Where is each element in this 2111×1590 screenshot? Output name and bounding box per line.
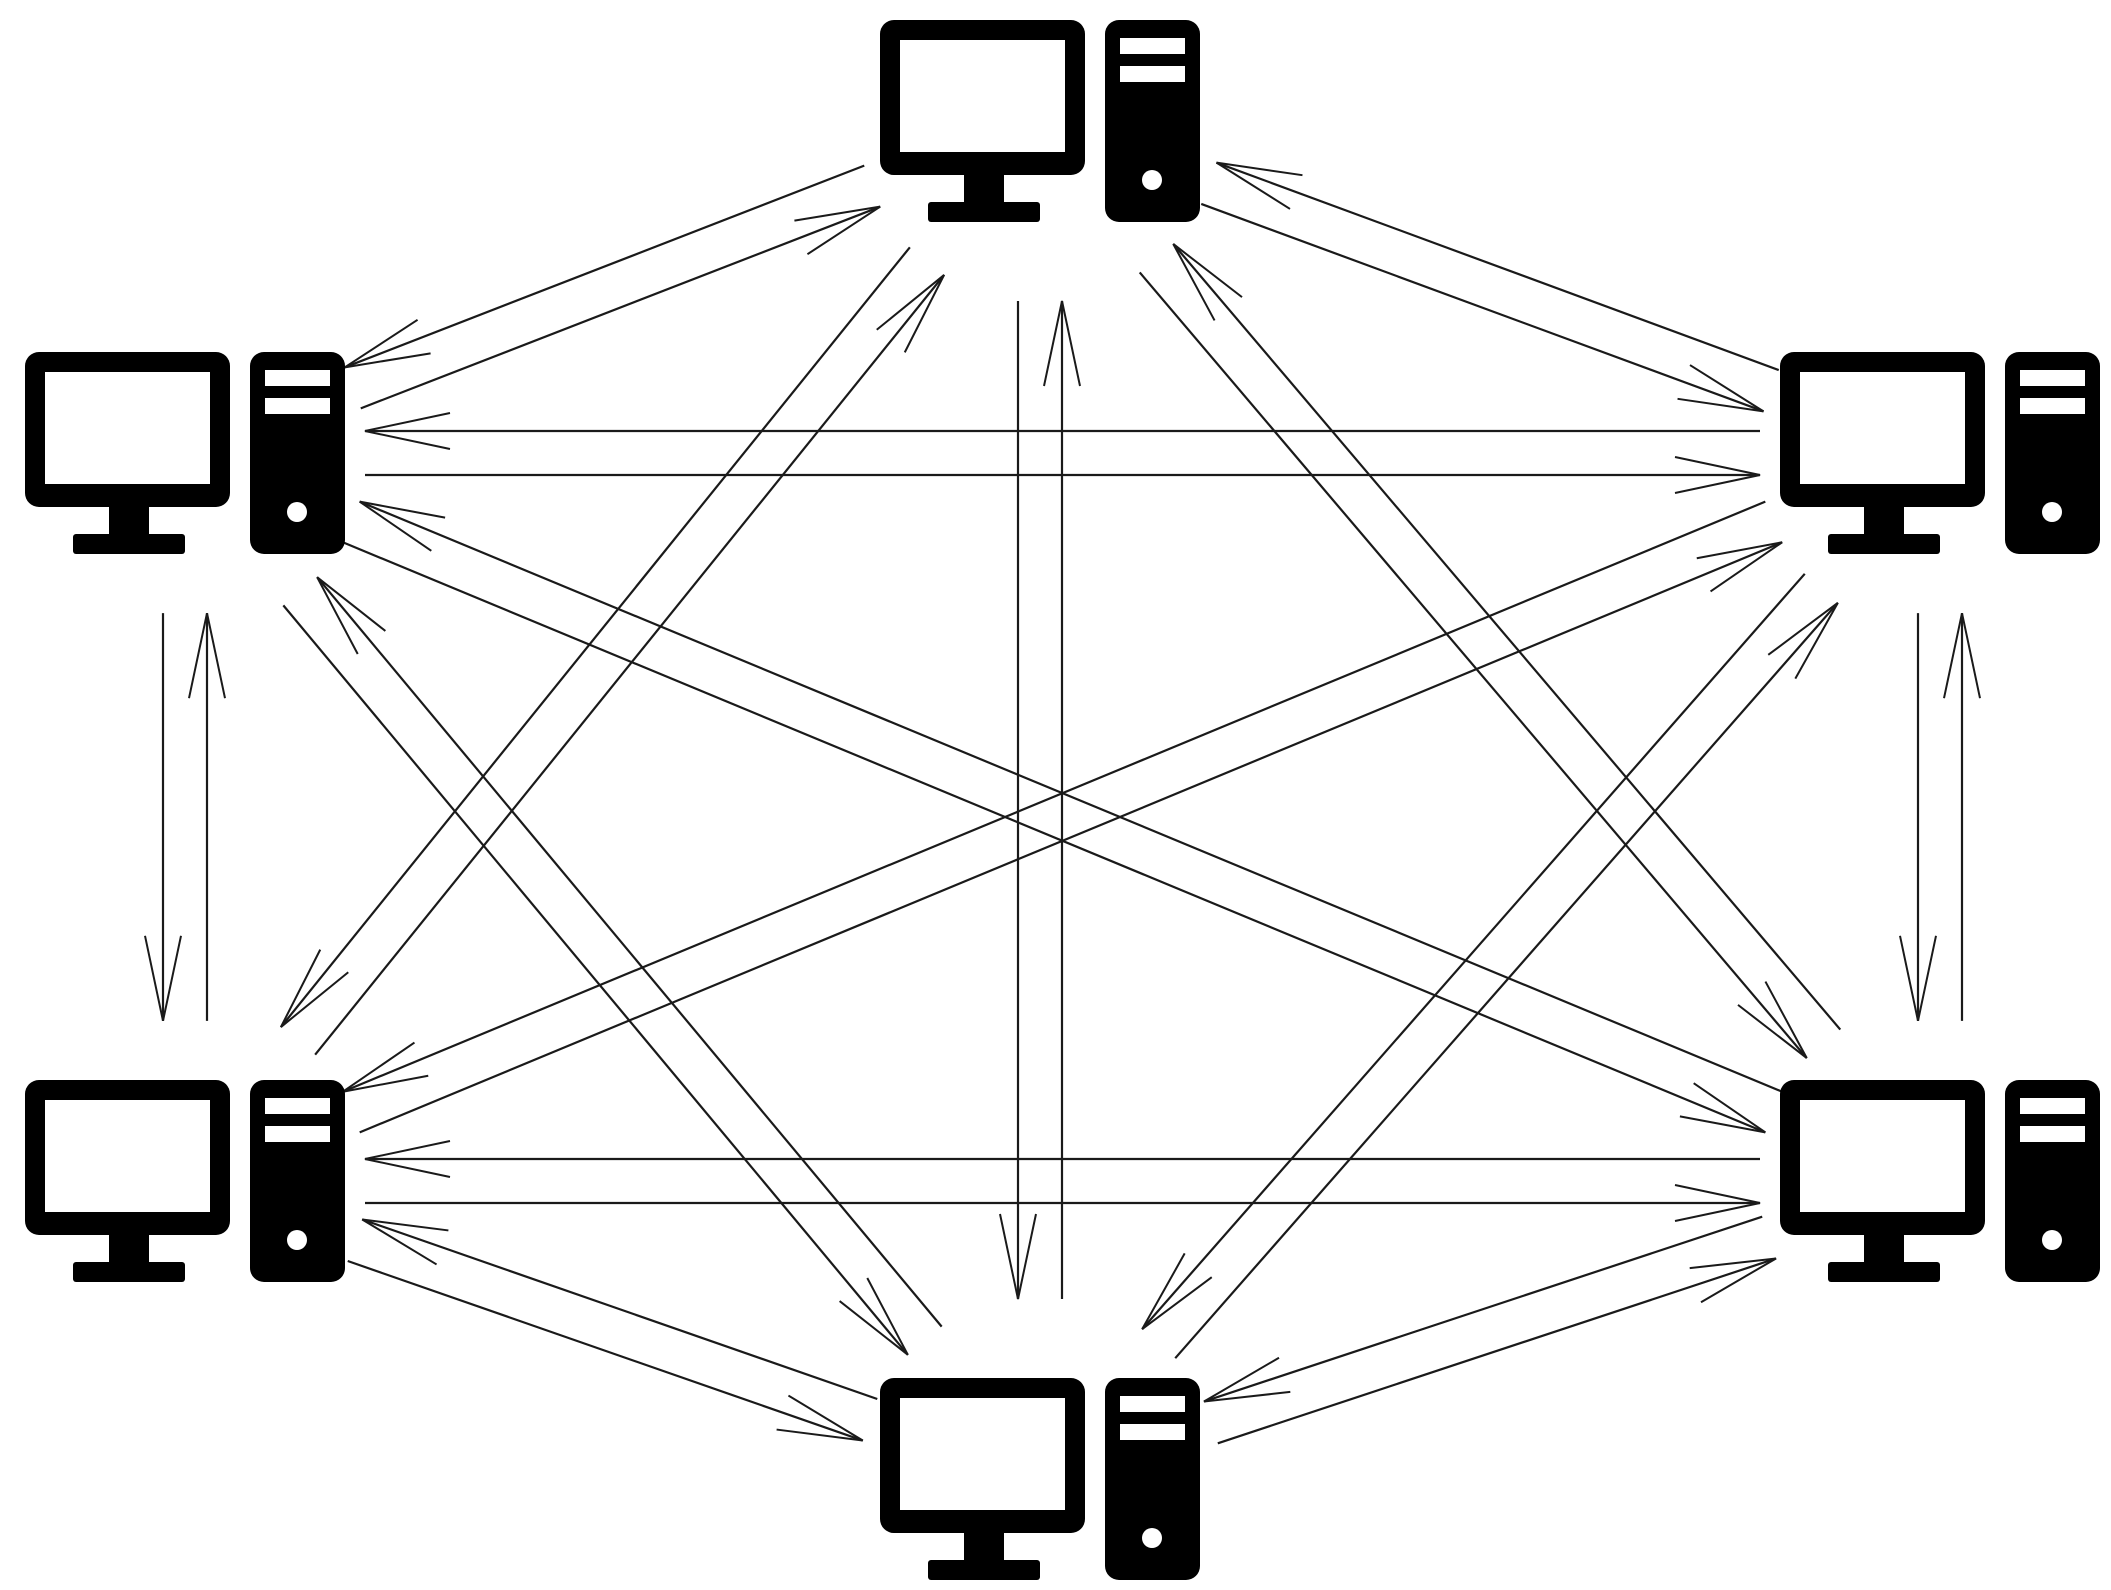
arrow-forward-line — [1141, 573, 1806, 1330]
edge-upper-right-bottom — [1141, 573, 1839, 1359]
arrow-forward-line — [342, 500, 1766, 1093]
arrowhead — [1674, 1184, 1761, 1222]
arrowhead — [1677, 364, 1765, 413]
desktop-computer-icon — [1780, 1080, 2100, 1282]
arrow-forward-line — [1200, 202, 1764, 413]
computer-node-upper-right — [1780, 352, 2100, 554]
arrow-forward-line — [282, 604, 909, 1356]
arrowhead — [1696, 541, 1783, 593]
desktop-computer-icon — [25, 352, 345, 554]
arrowhead — [344, 318, 431, 369]
desktop-computer-icon — [25, 1080, 345, 1282]
arrow-backward-line — [361, 1218, 878, 1401]
arrow-backward-line — [1172, 243, 1842, 1031]
arrowhead — [794, 205, 881, 256]
computer-node-top — [880, 20, 1200, 222]
arrowhead — [342, 1041, 429, 1093]
edge-top-upper-right — [1200, 161, 1780, 413]
arrowhead — [999, 1213, 1037, 1300]
computer-node-lower-right — [1780, 1080, 2100, 1282]
desktop-computer-icon — [880, 1378, 1200, 1580]
arrow-forward-line — [280, 246, 911, 1028]
arrowhead — [876, 274, 946, 353]
desktop-computer-icon — [1780, 352, 2100, 554]
arrow-backward-line — [316, 576, 943, 1328]
arrowhead — [144, 935, 182, 1022]
edge-upper-left-lower-right — [342, 500, 1783, 1134]
arrowhead — [839, 1277, 909, 1356]
edge-top-lower-left — [279, 246, 946, 1056]
arrowhead — [1679, 1082, 1766, 1134]
arrow-forward-line — [1138, 271, 1808, 1059]
arrow-backward-line — [359, 500, 1783, 1093]
arrowhead — [279, 949, 349, 1028]
arrowhead — [364, 412, 451, 450]
arrowhead — [1689, 1257, 1777, 1304]
edge-top-upper-left — [344, 164, 881, 410]
arrowhead — [1737, 981, 1808, 1059]
arrowhead — [1215, 161, 1303, 210]
arrow-forward-line — [347, 1259, 864, 1442]
arrowhead — [359, 500, 446, 552]
edge-lower-left-bottom — [347, 1218, 878, 1442]
edge-top-lower-right — [1138, 243, 1842, 1059]
arrowhead — [776, 1394, 864, 1442]
arrow-backward-line — [1217, 1257, 1777, 1445]
edge-upper-left-lower-left — [144, 612, 226, 1022]
edge-lower-left-lower-right — [364, 1140, 1761, 1222]
edge-upper-left-bottom — [282, 576, 943, 1356]
arrow-backward-line — [359, 541, 1783, 1134]
arrowhead — [1943, 612, 1981, 699]
arrow-backward-line — [1174, 602, 1839, 1359]
arrow-backward-line — [360, 205, 881, 410]
arrowhead — [1674, 456, 1761, 494]
arrow-forward-line — [1203, 1215, 1763, 1403]
arrowhead — [361, 1218, 449, 1266]
arrow-forward-line — [344, 164, 865, 369]
arrowhead — [1172, 243, 1243, 321]
connection-arrows — [144, 161, 1981, 1445]
arrowhead — [188, 612, 226, 699]
edge-top-bottom — [999, 300, 1081, 1300]
edge-upper-right-lower-left — [342, 500, 1783, 1134]
arrowhead — [1141, 1252, 1213, 1330]
desktop-computer-icon — [880, 20, 1200, 222]
computer-node-bottom — [880, 1378, 1200, 1580]
arrowhead — [1899, 935, 1937, 1022]
arrowhead — [1203, 1356, 1291, 1403]
arrow-backward-line — [1216, 161, 1780, 372]
arrowhead — [1767, 602, 1839, 680]
edge-upper-left-upper-right — [364, 412, 1761, 494]
arrow-backward-line — [314, 274, 945, 1056]
arrowhead — [364, 1140, 451, 1178]
computer-node-upper-left — [25, 352, 345, 554]
edge-lower-right-bottom — [1203, 1215, 1777, 1445]
computer-node-lower-left — [25, 1080, 345, 1282]
arrowhead — [1043, 300, 1081, 387]
edge-upper-right-lower-right — [1899, 612, 1981, 1022]
arrowhead — [316, 576, 386, 655]
arrow-forward-line — [342, 541, 1766, 1134]
